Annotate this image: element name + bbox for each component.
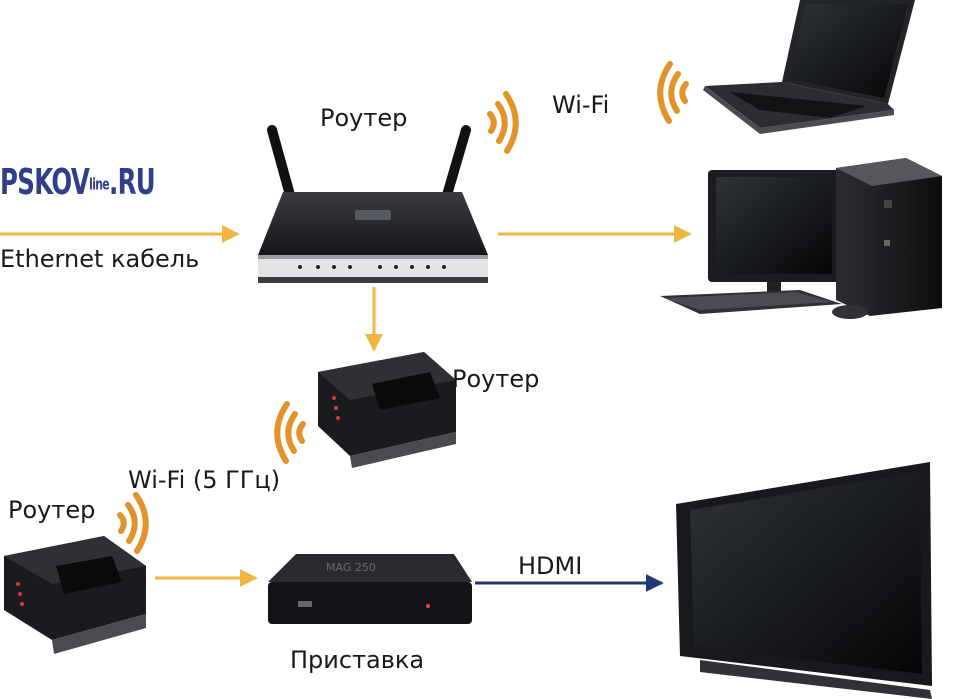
- label-ethernet-cable: Ethernet кабель: [0, 245, 200, 273]
- logo-left-text: PSKOV: [0, 162, 90, 203]
- label-router-middle: Роутер: [452, 365, 540, 393]
- wifi-waves-middle-adapter-icon: [274, 401, 306, 464]
- left-adapter-image: [4, 536, 146, 654]
- logo-right-text: .RU: [109, 162, 156, 203]
- desktop-computer-image: [660, 158, 942, 319]
- logo-middle-text: line: [89, 174, 110, 194]
- label-router-main: Роутер: [320, 104, 408, 132]
- wifi-waves-left-adapter-icon: [117, 492, 149, 554]
- label-settop-box: Приставка: [290, 646, 425, 674]
- label-router-left: Роутер: [8, 496, 96, 524]
- settop-box-image: MAG 250: [268, 554, 472, 624]
- wifi-waves-laptop-icon: [657, 61, 689, 124]
- settop-model-mark: MAG 250: [326, 561, 376, 574]
- laptop-image: [703, 0, 915, 134]
- wifi-waves-router-icon: [487, 91, 519, 154]
- label-wifi: Wi-Fi: [552, 91, 610, 119]
- label-wifi-5ghz: Wi-Fi (5 ГГц): [128, 466, 281, 494]
- main-router-image: [258, 125, 488, 283]
- pskovline-logo: PSKOVline.RU: [0, 162, 156, 203]
- middle-adapter-image: [318, 352, 456, 468]
- label-hdmi: HDMI: [518, 552, 583, 580]
- tv-image: [676, 462, 932, 699]
